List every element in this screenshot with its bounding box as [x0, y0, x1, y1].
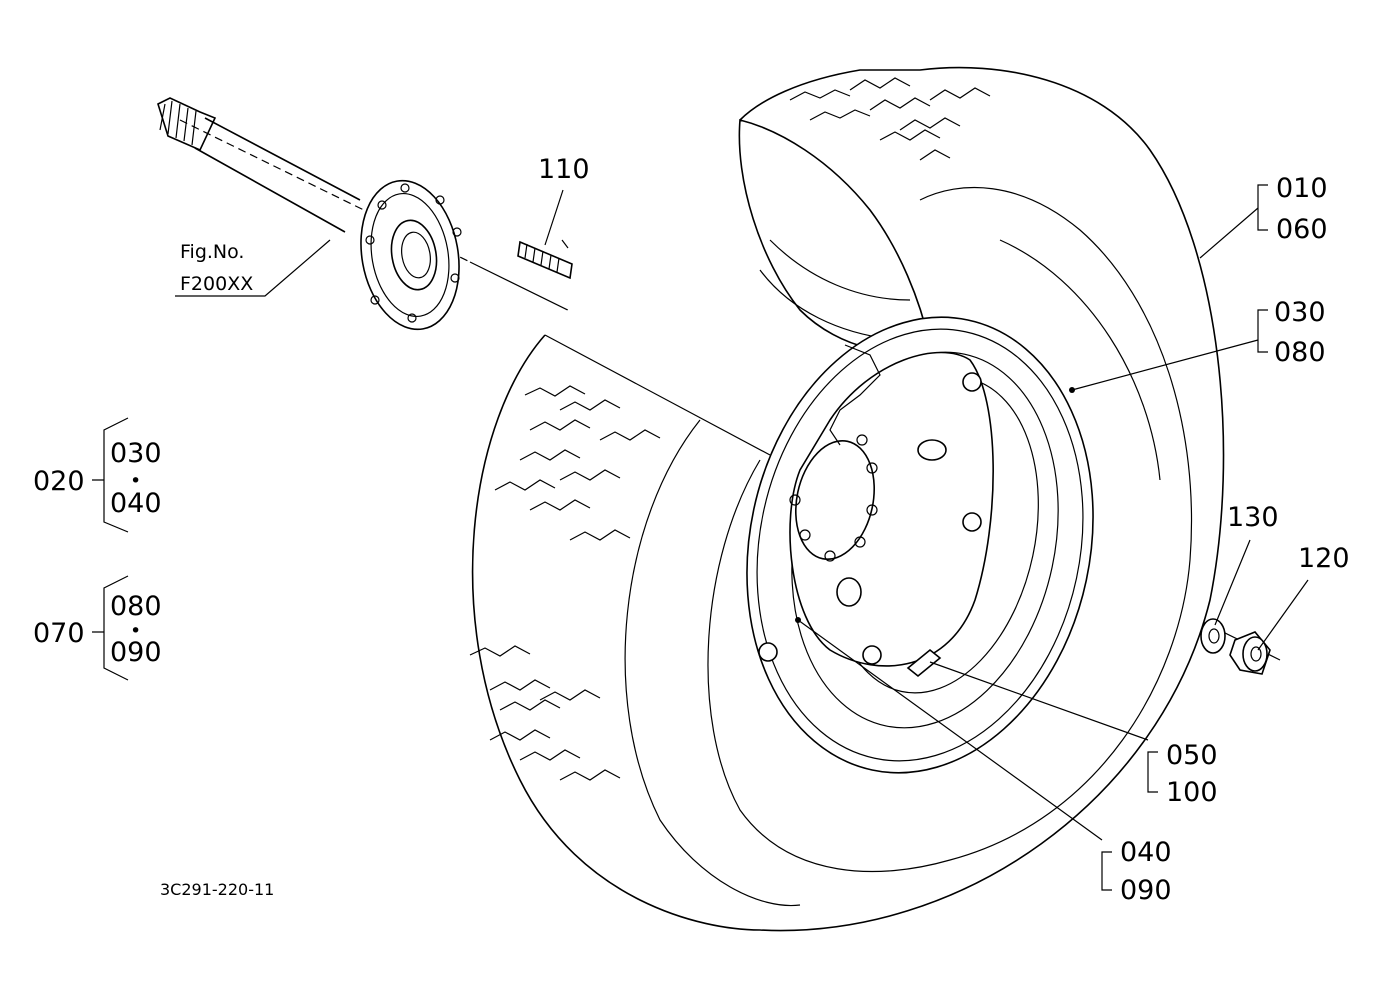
part-label-060: 060 [1276, 214, 1328, 245]
group-070-bottom: 090 [110, 637, 162, 668]
part-label-050: 050 [1166, 740, 1218, 771]
part-label-090: 090 [1120, 875, 1172, 906]
part-label-120: 120 [1298, 543, 1350, 574]
part-label-100: 100 [1166, 777, 1218, 808]
fig-reference-label: Fig.No. [180, 241, 244, 263]
group-label-070: 070 [33, 618, 85, 649]
group-070-dot: • [130, 620, 141, 642]
drawing-number: 3C291-220-11 [160, 880, 274, 899]
leader-lines [92, 184, 1309, 891]
group-020-top: 030 [110, 438, 162, 469]
group-020-dot: • [130, 470, 141, 492]
fig-reference-number: F200XX [180, 273, 253, 295]
axle-shaft [157, 97, 471, 331]
part-label-110: 110 [538, 154, 590, 185]
stud-bolt [517, 239, 573, 280]
part-label-130: 130 [1227, 502, 1279, 533]
group-label-020: 020 [33, 466, 85, 497]
part-label-010: 010 [1276, 173, 1328, 204]
nut [1229, 631, 1271, 675]
group-020-bottom: 040 [110, 488, 162, 519]
part-label-040: 040 [1120, 837, 1172, 868]
washer [1200, 618, 1226, 654]
part-label-080: 080 [1274, 337, 1326, 368]
group-070-top: 080 [110, 591, 162, 622]
wheel-rim [746, 316, 1094, 774]
part-label-030: 030 [1274, 297, 1326, 328]
